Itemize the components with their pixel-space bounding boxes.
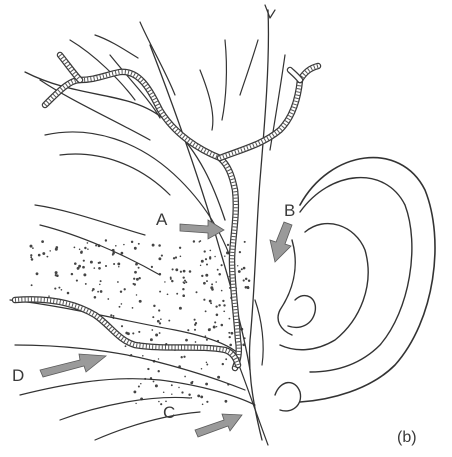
label-d: D bbox=[12, 366, 24, 385]
label-b: B bbox=[284, 201, 295, 220]
nerve-branches bbox=[10, 5, 285, 445]
ear-outline bbox=[275, 158, 435, 411]
arrow-b bbox=[270, 222, 292, 262]
label-a: A bbox=[156, 210, 168, 229]
arrow-a bbox=[180, 220, 224, 239]
panel-label: (b) bbox=[397, 429, 417, 446]
arrow-c bbox=[195, 414, 242, 437]
label-c: C bbox=[163, 403, 175, 422]
arrow-d bbox=[40, 354, 106, 377]
